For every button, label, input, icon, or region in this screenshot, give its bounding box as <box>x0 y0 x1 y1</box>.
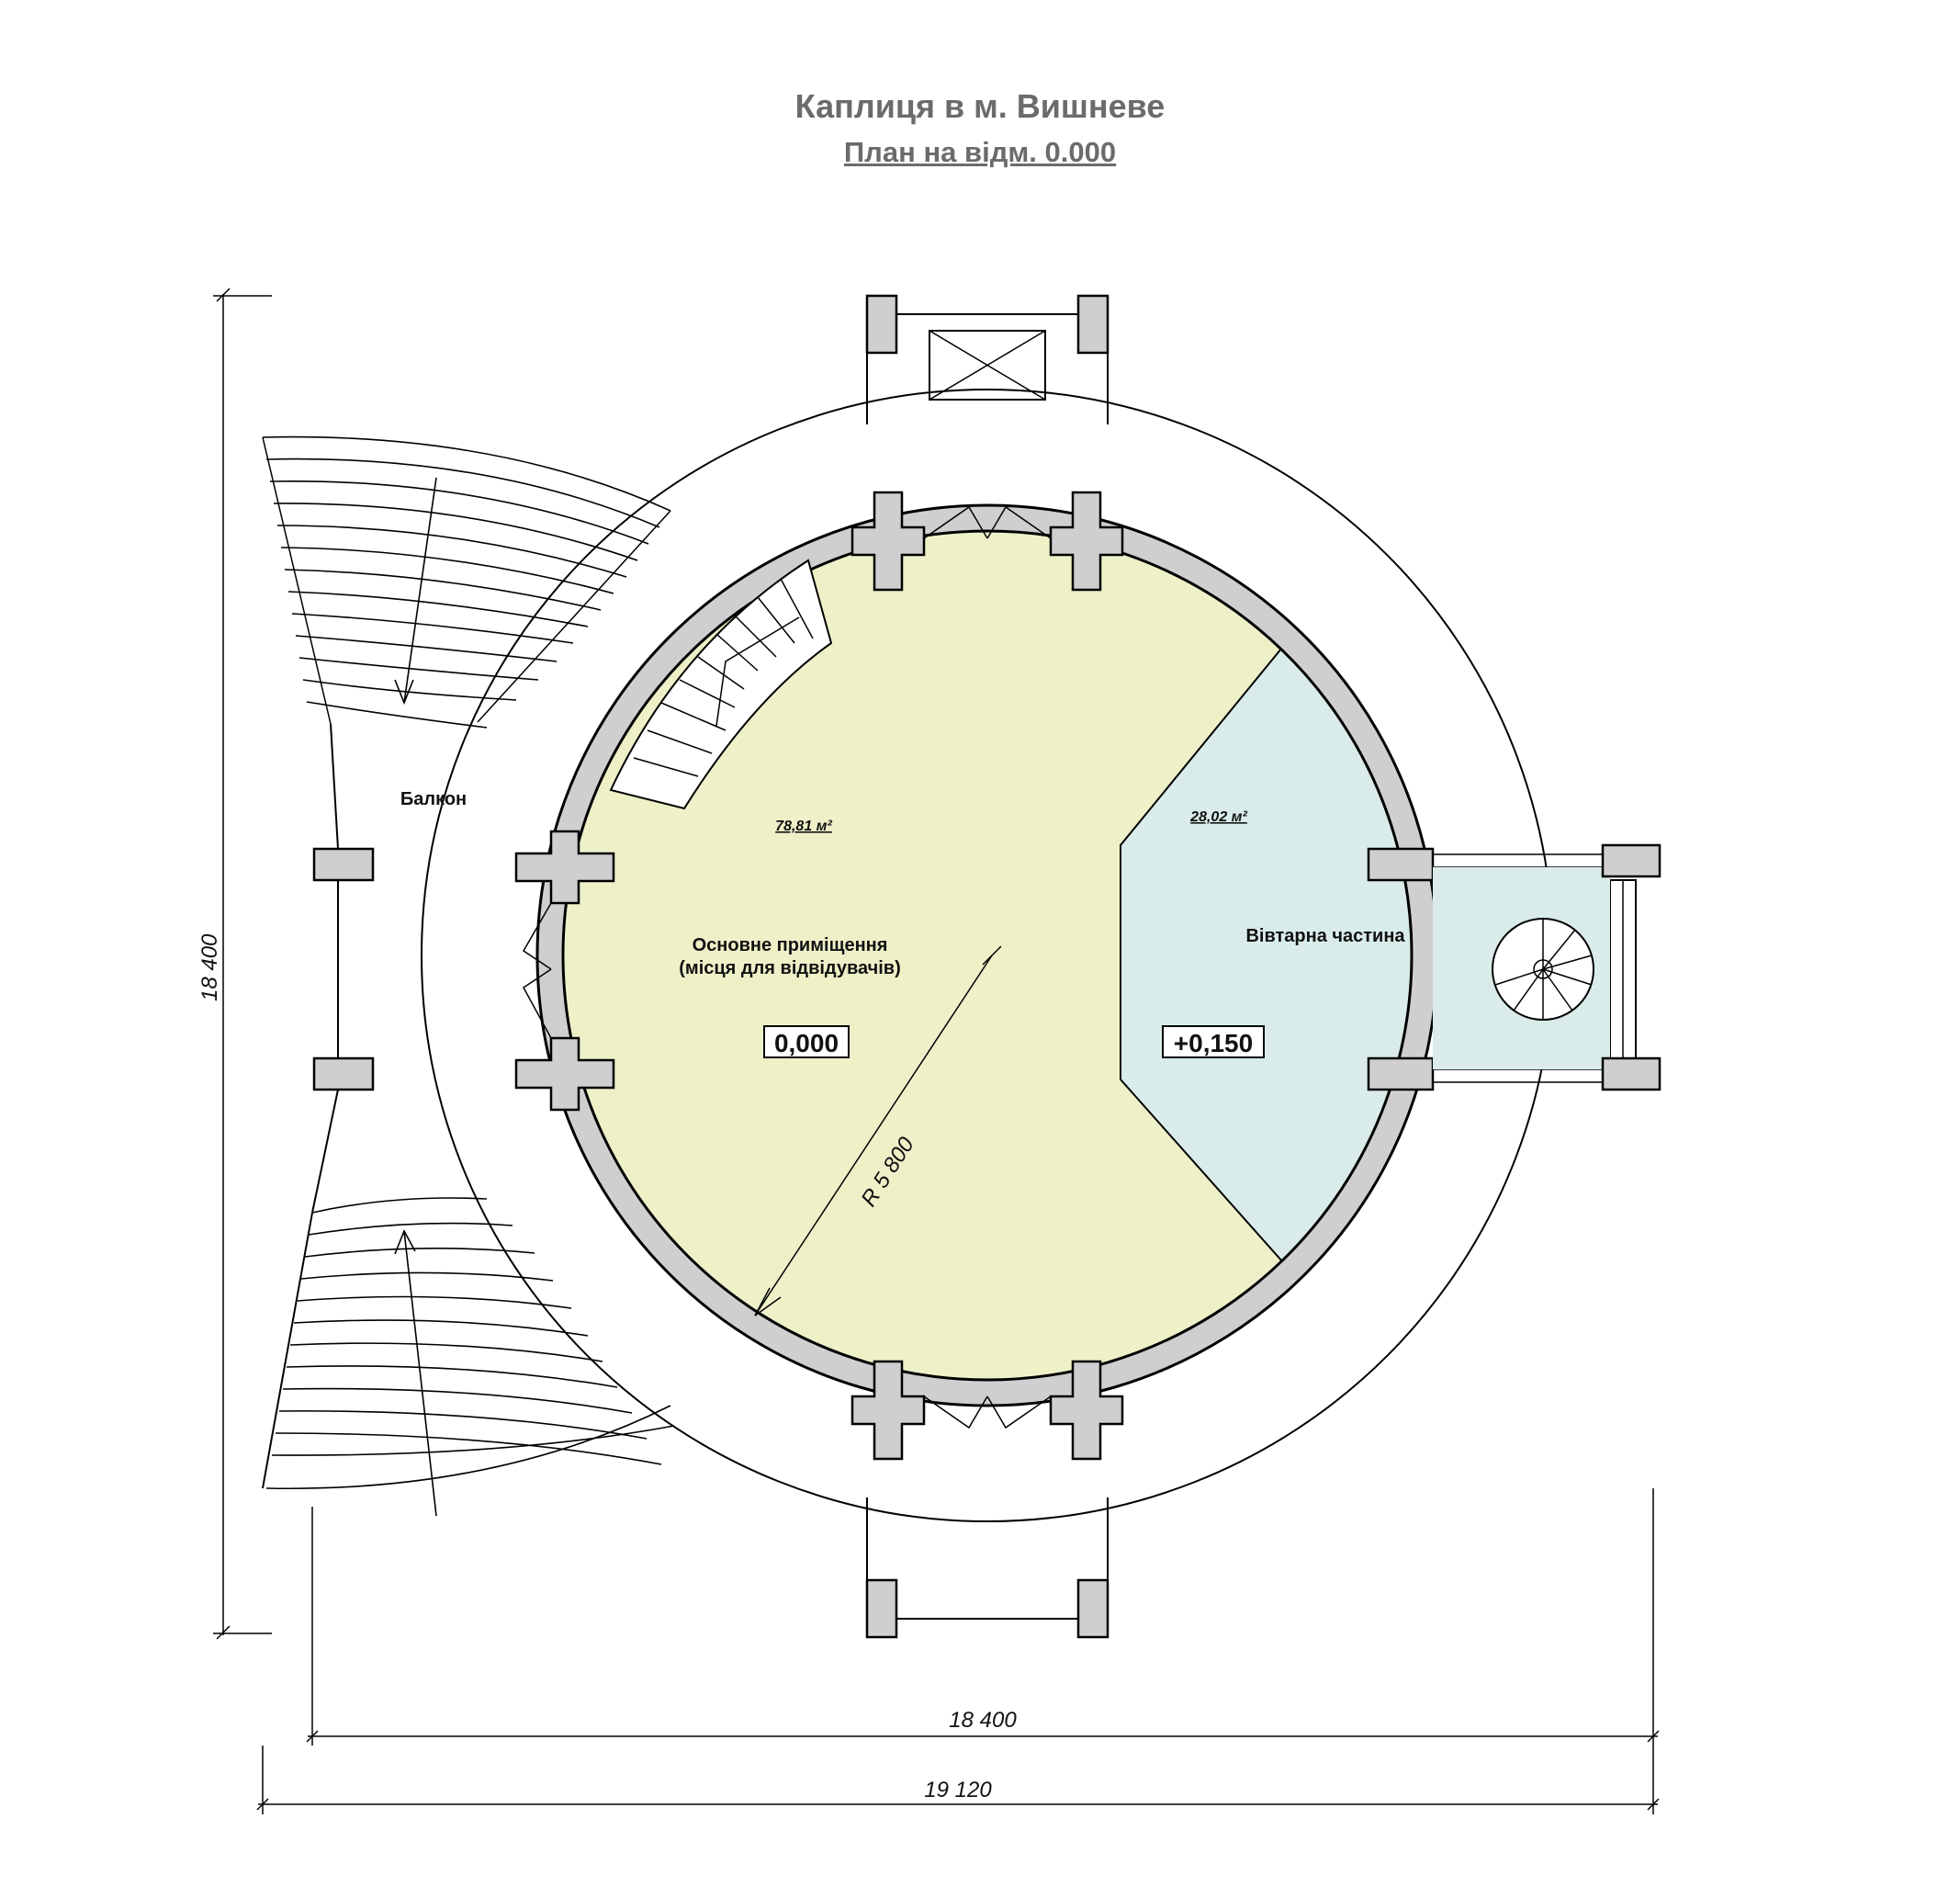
width-dimension-outer: 19 120 <box>256 1745 1660 1814</box>
interior-stair <box>609 559 833 810</box>
south-door <box>923 1395 1052 1429</box>
main-hall-area: 78,81 м² <box>775 819 832 834</box>
altar-level: +0,150 <box>1174 1029 1253 1057</box>
altar-name: Вівтарна частина <box>1245 926 1405 946</box>
altar-wall-upper <box>1367 847 1435 882</box>
altar-area: 28,02 м² <box>1189 809 1247 825</box>
main-wall-ring <box>535 503 1439 1407</box>
main-hall-level-box <box>763 1025 850 1058</box>
pilaster-bottom-left <box>850 1360 926 1461</box>
width-dimension-inner: 18 400 <box>306 1488 1660 1745</box>
pilaster-left-upper <box>514 830 615 905</box>
upper-left-stairs <box>262 436 671 725</box>
width-inner-label: 18 400 <box>949 1708 1017 1733</box>
south-portico <box>865 1497 1110 1639</box>
main-hall-level: 0,000 <box>774 1029 839 1057</box>
upper-stair-treads <box>262 435 671 729</box>
height-dimension: 18 400 <box>197 288 272 1640</box>
plan-subtitle: План на відм. 0.000 <box>843 136 1117 168</box>
altar-wall-lower <box>1367 1056 1435 1091</box>
height-label: 18 400 <box>197 933 222 1001</box>
pilaster-left-lower <box>514 1036 615 1112</box>
balcony-label: Балкон <box>400 789 467 809</box>
north-door <box>923 505 1052 539</box>
main-hall-name-line2: (місця для відвідувачів) <box>679 958 901 978</box>
pilaster-top-left <box>850 491 926 592</box>
plan-title: Каплиця в м. Вишневе <box>794 87 1166 125</box>
pilaster-top-right <box>1049 491 1124 592</box>
west-door <box>522 902 552 1039</box>
north-portico <box>865 294 1110 424</box>
spiral-stair <box>1492 918 1594 1021</box>
lower-stair-treads <box>262 1197 675 1517</box>
altar-level-box <box>1162 1025 1265 1058</box>
main-hall-name-line1: Основне приміщення <box>693 935 888 955</box>
width-outer-label: 19 120 <box>924 1778 992 1802</box>
balcony-area <box>311 723 375 1214</box>
